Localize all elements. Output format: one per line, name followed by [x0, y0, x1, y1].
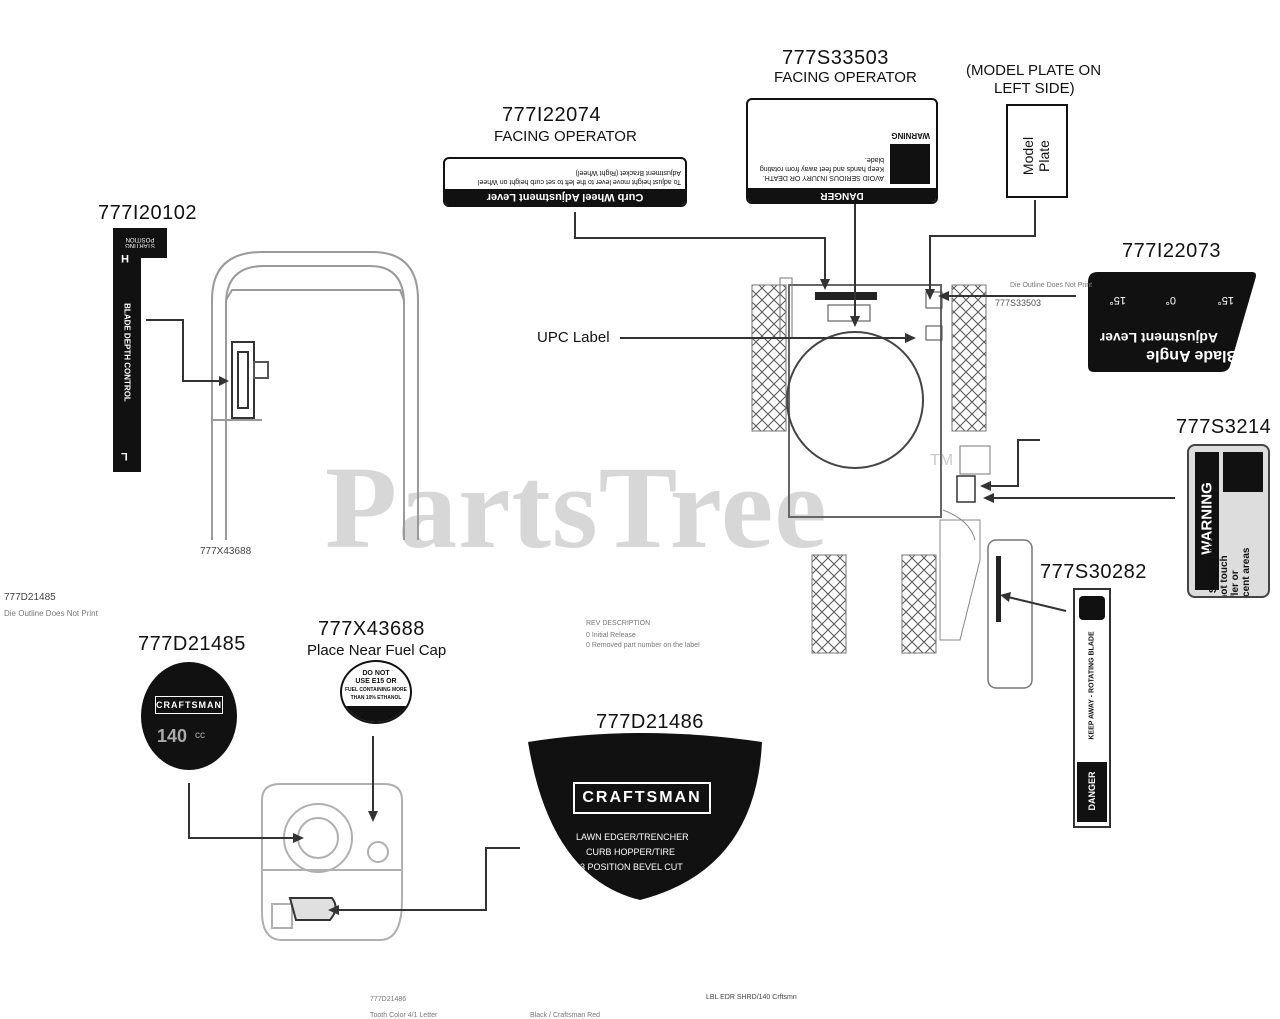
- fuel-line1: DO NOT: [362, 670, 390, 677]
- keep-away-text: KEEP AWAY - ROTATING BLADE: [1088, 631, 1096, 740]
- callout-777s3214: 777S3214: [1176, 416, 1272, 438]
- blade-angle-line1: Blade Angle: [1146, 347, 1238, 364]
- faint-tooth-color: Tooth Color 4/1 Letter: [370, 1012, 438, 1019]
- model-plate: Model Plate: [1006, 104, 1068, 198]
- danger-top-text: AVOID SERIOUS INJURY OR DEATH. Keep hand…: [759, 156, 884, 181]
- partstree-watermark: PartsTree: [325, 442, 828, 573]
- fuel-cap-decal: DO NOT USE E15 OR FUEL CONTAINING MORE T…: [340, 660, 412, 724]
- blade-angle-left: 15°: [1217, 294, 1234, 306]
- callout-777i20102: 777I20102: [98, 202, 198, 224]
- faint-part-777d21485: 777D21485: [4, 592, 56, 603]
- faint-rev-1: 0 Removed part number on the label: [586, 642, 700, 649]
- faint-lbl-edger: LBL EDR SHRD/140 Crftsmn: [706, 994, 797, 1001]
- faint-die-outline-2: Die Outline Does Not Print: [1010, 282, 1093, 289]
- engine-drawing: [261, 783, 403, 941]
- callout-777d21485: 777D21485: [138, 633, 246, 655]
- faint-rev-0: 0 Initial Release: [586, 632, 636, 639]
- edger-body: [751, 277, 1033, 689]
- shield-brand: CRAFTSMAN: [573, 782, 711, 814]
- danger-pictogram-icon: [890, 144, 930, 184]
- hot-surface-warning-decal: WARNING HOT SURFACES Do not touch muffle…: [1187, 444, 1270, 598]
- callout-777d21486: 777D21486: [596, 711, 704, 733]
- leader-lines: [146, 200, 1175, 911]
- faint-die-outline-1: Die Outline Does Not Print: [4, 609, 98, 618]
- callout-777x43688: 777X43688: [318, 618, 425, 640]
- fuel-line3: FUEL CONTAINING MORE: [344, 687, 408, 693]
- model-plate-note-line1: (MODEL PLATE ON: [966, 62, 1102, 79]
- faint-part-777s33503: 777S33503: [995, 298, 1042, 308]
- craftsman-round-unit: cc: [195, 730, 205, 741]
- faint-rev-header: REV DESCRIPTION: [586, 620, 651, 627]
- craftsman-140cc-decal: CRAFTSMAN 140 cc: [141, 662, 237, 770]
- danger-top-warning: WARNING: [891, 131, 930, 140]
- faint-color-black-red: Black / Craftsman Red: [530, 1012, 601, 1019]
- callout-777s33503-note: FACING OPERATOR: [774, 69, 917, 86]
- blade-hazard-icon: [1079, 596, 1105, 620]
- danger-top-title: DANGER: [748, 188, 936, 202]
- faint-part-777d21486: 777D21486: [370, 996, 407, 1003]
- blade-angle-text: Blade Angle Adjustment Lever 15° 0° 15°: [1094, 276, 1244, 368]
- callout-777i22073: 777I22073: [1122, 240, 1222, 262]
- hot-hand-icon: [1223, 452, 1263, 492]
- curb-wheel-decal: Curb Wheel Adjustment Lever To adjust he…: [443, 157, 687, 207]
- keep-away-danger-decal: KEEP AWAY - ROTATING BLADE DANGER: [1073, 588, 1111, 828]
- model-plate-note-line2: LEFT SIDE): [994, 80, 1075, 97]
- callout-777i22074: 777I22074: [502, 104, 602, 126]
- shield-line1: LAWN EDGER/TRENCHER: [576, 832, 689, 842]
- blade-angle-right: 15°: [1109, 294, 1126, 306]
- callout-777s33503: 777S33503: [782, 47, 889, 69]
- curb-wheel-title: Curb Wheel Adjustment Lever: [445, 189, 685, 205]
- fuel-line2: USE E15 OR: [355, 678, 397, 685]
- callout-777i22074-note: FACING OPERATOR: [494, 128, 637, 145]
- faint-part-777x43688: 777X43688: [200, 546, 252, 557]
- shield-line3: 3 POSITION BEVEL CUT: [580, 862, 683, 872]
- blade-depth-decal: STARTING POSITION H L BLADE DEPTH CONTRO…: [113, 228, 167, 472]
- craftsman-round-brand: CRAFTSMAN: [155, 696, 223, 714]
- curb-wheel-text: To adjust height move lever to the left …: [477, 169, 681, 185]
- upc-label-callout: UPC Label: [537, 329, 610, 346]
- fuel-line4: THAN 10% ETHANOL: [350, 695, 402, 701]
- blade-depth-l: L: [121, 450, 128, 462]
- callout-777s30282: 777S30282: [1040, 561, 1147, 583]
- hot-line1: HOT SURFACES: [1208, 538, 1219, 598]
- handle-frame: [211, 251, 419, 540]
- keep-away-title: DANGER: [1087, 771, 1097, 811]
- blade-depth-title: STARTING POSITION: [125, 236, 155, 248]
- blade-angle-center: 0°: [1165, 294, 1176, 306]
- hot-line3: muffler or: [1230, 570, 1241, 598]
- callout-777x43688-note: Place Near Fuel Cap: [307, 642, 447, 659]
- arrowheads: [219, 279, 1011, 915]
- blade-angle-line2: Adjustment Lever: [1099, 330, 1218, 346]
- hot-line2: Do not touch: [1219, 555, 1230, 598]
- shield-line2: CURB HOPPER/TIRE: [586, 847, 676, 857]
- model-plate-line2: Plate: [1036, 140, 1052, 172]
- blade-depth-h: H: [121, 252, 129, 264]
- blade-depth-text: BLADE DEPTH CONTROL: [122, 303, 132, 402]
- model-plate-line1: Model: [1020, 136, 1036, 176]
- danger-top-decal: DANGER AVOID SERIOUS INJURY OR DEATH. Ke…: [746, 98, 938, 204]
- hot-line4: adjacent areas: [1241, 547, 1252, 598]
- craftsman-round-size: 140: [157, 726, 188, 746]
